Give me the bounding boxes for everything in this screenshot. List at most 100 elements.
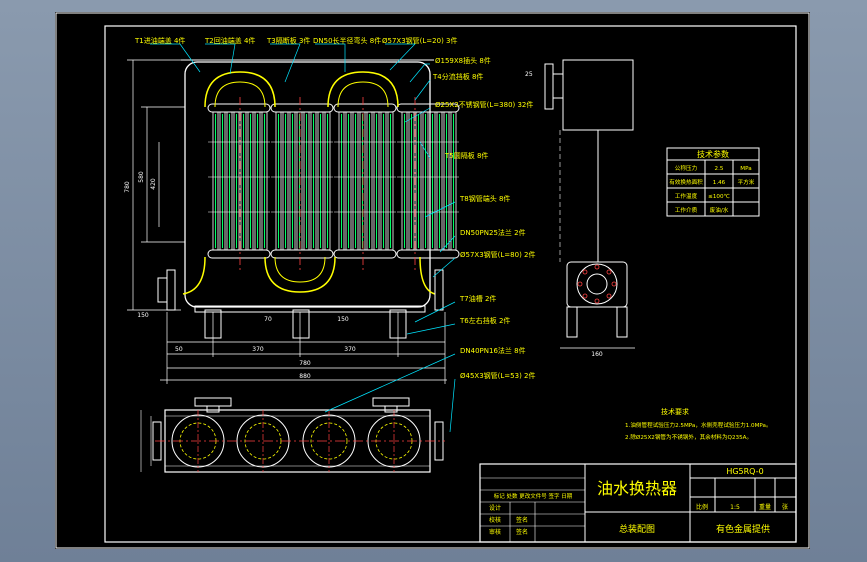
tube bbox=[247, 111, 254, 251]
tech-spec-title: 技术参数 bbox=[697, 149, 729, 159]
row-review-label: 审核 bbox=[489, 528, 501, 536]
callout-label: DN40PN16法兰 8件 bbox=[460, 346, 526, 355]
u-bend bbox=[327, 71, 399, 108]
side-pipe-outer bbox=[576, 263, 618, 305]
horizontal-dimensions bbox=[160, 312, 447, 384]
callout-label: Ø25X2不锈钢管(L=380) 32件 bbox=[435, 100, 533, 109]
u-bend bbox=[264, 256, 336, 293]
bundle-cap bbox=[270, 103, 334, 113]
row-review-sign: 签名 bbox=[516, 528, 528, 536]
tube bbox=[345, 111, 352, 251]
top-nozzle bbox=[194, 397, 232, 407]
u-bend bbox=[274, 256, 326, 283]
dim-side-width: 160 bbox=[591, 351, 603, 358]
spec-cell: 工作温度 bbox=[675, 192, 698, 200]
tube bbox=[408, 111, 415, 251]
tube bbox=[422, 111, 429, 251]
tube bbox=[296, 111, 303, 251]
tube-bundles bbox=[207, 103, 460, 259]
side-pipe-inner bbox=[586, 273, 608, 295]
inlet-flange-face bbox=[157, 277, 168, 303]
tube bbox=[338, 111, 345, 251]
dim-span-right: 370 bbox=[344, 346, 356, 353]
callout-label: DN50长半径弯头 8件 bbox=[313, 36, 381, 45]
bundle-cap bbox=[207, 249, 271, 259]
scale-label: 比例 bbox=[696, 503, 708, 511]
bundle-cap bbox=[207, 103, 271, 113]
spec-cell: 有效换热面积 bbox=[669, 178, 703, 186]
u-bend bbox=[337, 81, 389, 108]
tube bbox=[359, 111, 366, 251]
dim-small-b: 150 bbox=[337, 316, 349, 323]
tube bbox=[380, 111, 387, 251]
side-leg bbox=[616, 306, 628, 338]
callout-label: T1进油端盖 4件 bbox=[134, 36, 185, 45]
dim-overall-height: 780 bbox=[124, 181, 131, 193]
company-name: 有色金属提供 bbox=[716, 523, 770, 535]
tube bbox=[450, 111, 457, 251]
callout-label: Ø57X3钢管(L=20) 3件 bbox=[382, 36, 457, 45]
dim-left-offset: 50 bbox=[175, 346, 183, 353]
assembly-drawing: 780 580 420 150 70 150 50 370 370 780 bbox=[55, 12, 810, 549]
tech-requirements-title: 技术要求 bbox=[661, 407, 689, 416]
callout-label: Ø57X3钢管(L=80) 2件 bbox=[460, 250, 535, 259]
side-bottom-box bbox=[566, 261, 628, 308]
tube bbox=[310, 111, 317, 251]
callout-label: T6左右挡板 2件 bbox=[459, 316, 510, 325]
callout-label: T4分流挡板 8件 bbox=[432, 72, 483, 81]
callout-label: Ø159X8插头 8件 bbox=[435, 56, 491, 65]
spec-cell: 2.5 bbox=[715, 166, 724, 172]
dim-bottom-spacing: 150 bbox=[137, 312, 149, 319]
tube bbox=[366, 111, 373, 251]
tube bbox=[282, 111, 289, 251]
vertical-dimensions bbox=[127, 59, 185, 311]
spec-cell: MPa bbox=[740, 166, 751, 172]
front-view bbox=[157, 59, 460, 339]
outlet-elbow bbox=[419, 256, 436, 295]
weight-label: 重量 bbox=[759, 503, 771, 511]
spec-cell: 公称压力 bbox=[675, 164, 698, 172]
spec-cell: 平方米 bbox=[738, 178, 755, 186]
callout-label: T5圆隔板 8件 bbox=[444, 151, 488, 160]
callout-label: T2回油端盖 4件 bbox=[204, 36, 255, 45]
spec-cell: ≤100℃ bbox=[708, 193, 730, 200]
callout-label: Ø45X3钢管(L=53) 2件 bbox=[460, 371, 535, 380]
scale-value: 1:5 bbox=[730, 504, 740, 511]
row-check-label: 校核 bbox=[489, 516, 501, 524]
callouts-right: Ø159X8插头 8件 T4分流挡板 8件 Ø25X2不锈钢管(L=380) 32件… bbox=[432, 56, 535, 380]
bundle-cap bbox=[396, 249, 460, 259]
dim-small-a: 70 bbox=[264, 316, 272, 323]
side-flange bbox=[544, 63, 554, 110]
title-block: 油水换热器 HG5RQ-0 总装配图 有色金属提供 比例 1:5 重量 张 标记… bbox=[479, 463, 797, 543]
base-plate bbox=[194, 305, 426, 313]
view-name: 总装配图 bbox=[619, 523, 655, 535]
tube bbox=[303, 111, 310, 251]
tech-requirement-2: 2.除Ø25X2钢管为不锈钢外，其余材料为Q235A。 bbox=[625, 433, 752, 441]
tube bbox=[436, 111, 443, 251]
u-bend bbox=[214, 81, 266, 108]
bundle-cap bbox=[270, 249, 334, 259]
tube bbox=[261, 111, 268, 251]
top-view bbox=[140, 397, 445, 473]
tube bbox=[233, 111, 240, 251]
dim-top-offset: 25 bbox=[525, 71, 533, 78]
row-design-label: 设计 bbox=[489, 504, 501, 512]
tube bbox=[401, 111, 408, 251]
dim-core-height: 580 bbox=[138, 171, 145, 183]
tube bbox=[352, 111, 359, 251]
u-bend bbox=[204, 71, 276, 108]
callout-label: T3隔断板 3件 bbox=[266, 36, 310, 45]
tube bbox=[443, 111, 450, 251]
tube bbox=[429, 111, 436, 251]
side-top-box bbox=[562, 59, 634, 131]
revision-header: 标记 处数 更改文件号 签字 日期 bbox=[494, 492, 573, 500]
leader-lines bbox=[150, 43, 456, 433]
tube bbox=[226, 111, 233, 251]
inlet-flange bbox=[166, 269, 176, 311]
tube bbox=[254, 111, 261, 251]
bundle-cap bbox=[333, 249, 397, 259]
dim-mid-spacing: 420 bbox=[150, 178, 157, 190]
